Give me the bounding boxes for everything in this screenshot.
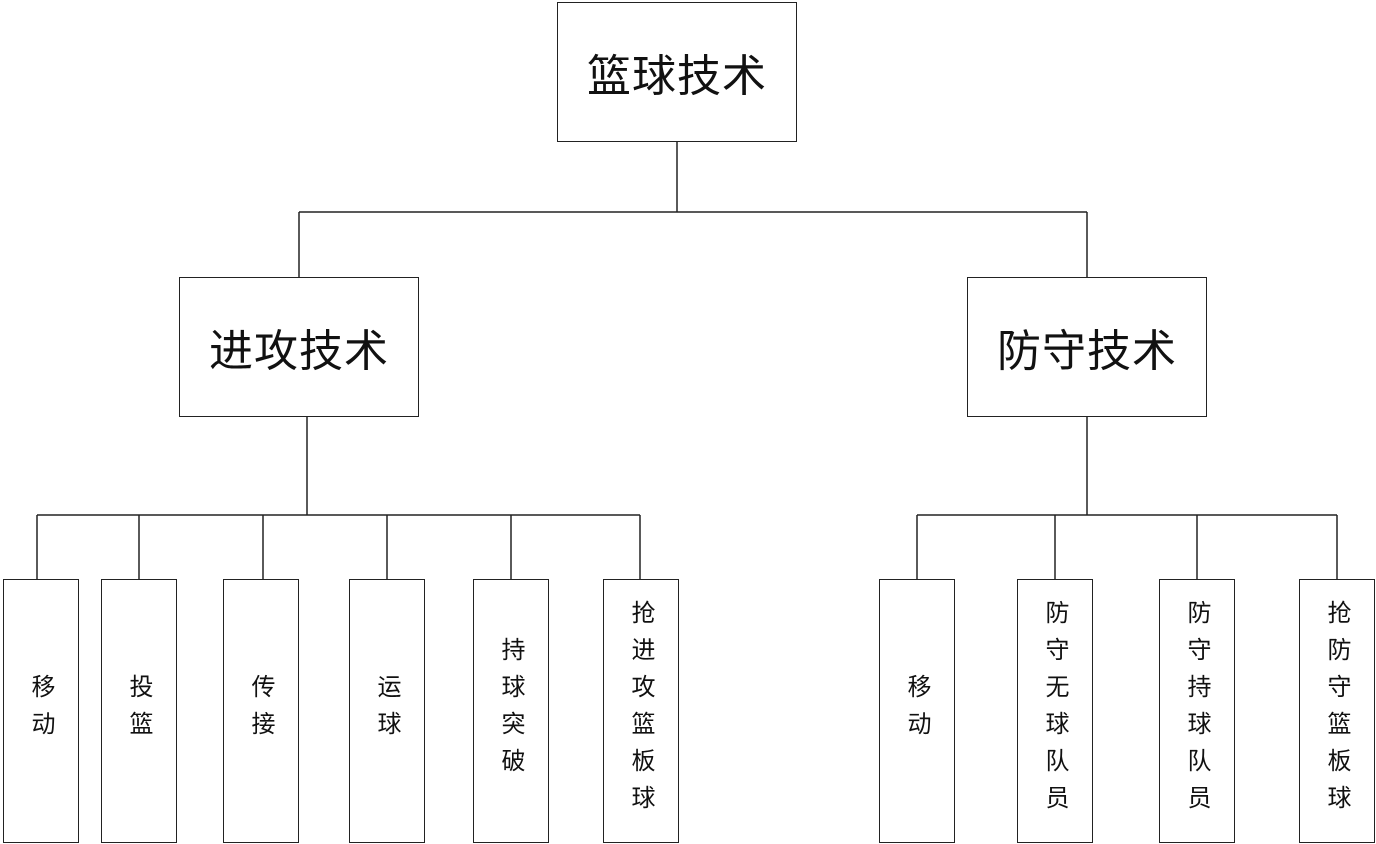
leaf-node: 抢进攻篮板球 <box>603 579 679 843</box>
category-node-offense: 进攻技术 <box>179 277 419 417</box>
leaf-label: 持球突破 <box>497 637 525 785</box>
leaf-label: 防守持球队员 <box>1183 600 1211 822</box>
leaf-label: 移动 <box>27 674 55 748</box>
category-label-defense: 防守技术 <box>997 326 1177 377</box>
root-node: 篮球技术 <box>557 2 797 142</box>
leaf-label: 运球 <box>373 674 401 748</box>
root-label: 篮球技术 <box>587 51 767 102</box>
leaf-label: 抢防守篮板球 <box>1323 600 1351 822</box>
leaf-label: 防守无球队员 <box>1041 600 1069 822</box>
leaf-label: 抢进攻篮板球 <box>627 600 655 822</box>
leaf-node: 移动 <box>3 579 79 843</box>
leaf-node: 投篮 <box>101 579 177 843</box>
category-label-offense: 进攻技术 <box>209 326 389 377</box>
leaf-node: 防守持球队员 <box>1159 579 1235 843</box>
leaf-label: 传接 <box>247 674 275 748</box>
leaf-node: 持球突破 <box>473 579 549 843</box>
leaf-node: 运球 <box>349 579 425 843</box>
leaf-node: 传接 <box>223 579 299 843</box>
category-node-defense: 防守技术 <box>967 277 1207 417</box>
leaf-label: 移动 <box>903 674 931 748</box>
leaf-node: 移动 <box>879 579 955 843</box>
leaf-node: 防守无球队员 <box>1017 579 1093 843</box>
leaf-node: 抢防守篮板球 <box>1299 579 1375 843</box>
leaf-label: 投篮 <box>125 674 153 748</box>
